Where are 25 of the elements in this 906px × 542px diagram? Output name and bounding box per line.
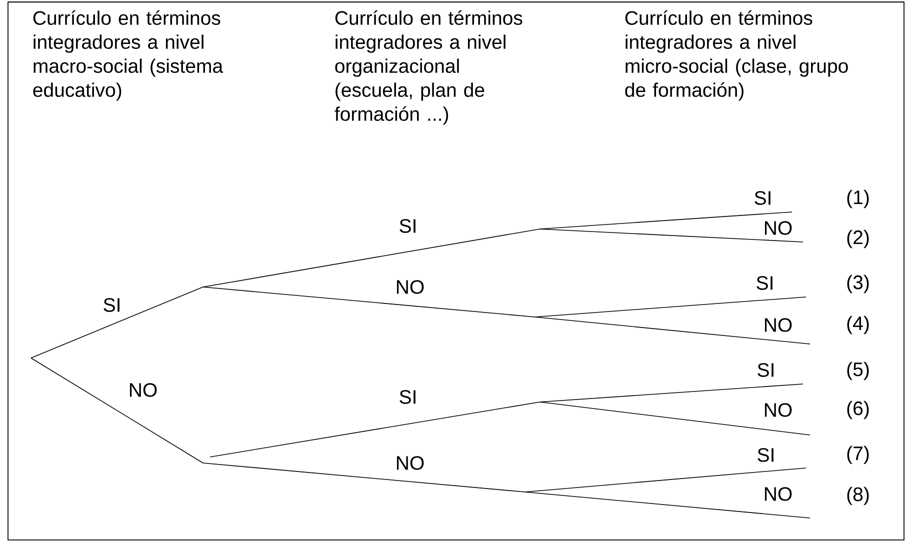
branch-label: SI — [754, 191, 770, 205]
branch-label: SI — [756, 276, 772, 290]
column-heading: Currículo en términos integradores a nivel micro-social (clase, grupo de formación) — [625, 10, 848, 101]
branch-label: SI — [104, 298, 120, 312]
branch-label: NO — [764, 403, 792, 417]
outcome-number: (2) — [847, 230, 869, 248]
outcome-number: (8) — [847, 486, 869, 506]
outcome-number: (6) — [847, 400, 869, 420]
outcome-number: (5) — [847, 362, 869, 380]
branch-label: NO — [764, 487, 792, 501]
column-heading: Currículo en términos integradores a nivel macro-social (sistema educativo) — [33, 10, 224, 101]
outcome-number: (3) — [847, 274, 869, 294]
outcome-number: (7) — [847, 446, 869, 464]
branch-label: SI — [400, 390, 416, 404]
branch-label: NO — [130, 383, 157, 397]
outcome-number: (1) — [847, 190, 869, 208]
branch-label: SI — [400, 219, 416, 233]
branch-label: SI — [758, 448, 774, 462]
branch-label: NO — [764, 221, 792, 235]
branch-label: SI — [758, 363, 774, 377]
branch-label: NO — [396, 456, 424, 470]
column-heading: Currículo en términos integradores a nivel organizacional (escuela, plan de formación ...) — [334, 10, 522, 125]
outcome-number: (4) — [847, 316, 869, 334]
branch-label: NO — [764, 318, 792, 332]
branch-label: NO — [396, 280, 424, 294]
